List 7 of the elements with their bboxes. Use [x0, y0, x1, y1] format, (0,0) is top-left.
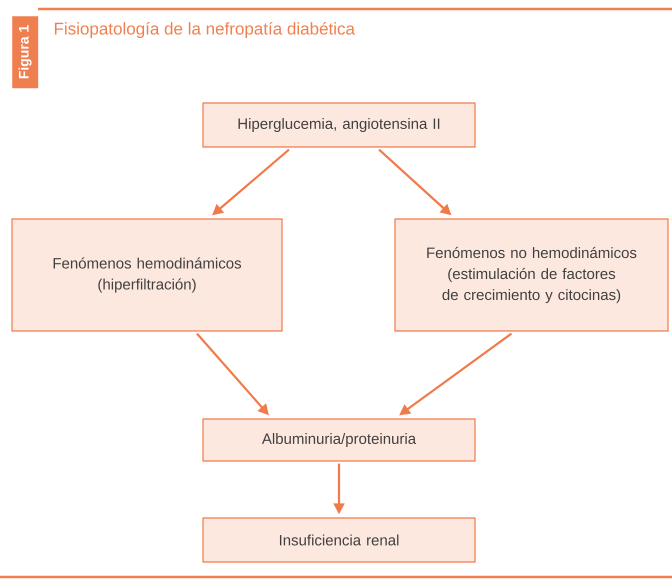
process-box: Albuminuria/proteinuria — [202, 418, 476, 462]
process-box: Insuficiencia renal — [202, 517, 476, 563]
figure-tab: Figura 1 — [12, 16, 38, 88]
title: Fisiopatología de la nefropatía diabética — [54, 22, 355, 38]
process-box: Fenómenos no hemodinámicos (estimulación de factores de crecimiento y citocinas) — [394, 218, 669, 332]
process-box: Fenómenos hemodinámicos (hiperfiltración) — [11, 218, 283, 332]
process-box: Hiperglucemia, angiotensina II — [202, 102, 476, 148]
